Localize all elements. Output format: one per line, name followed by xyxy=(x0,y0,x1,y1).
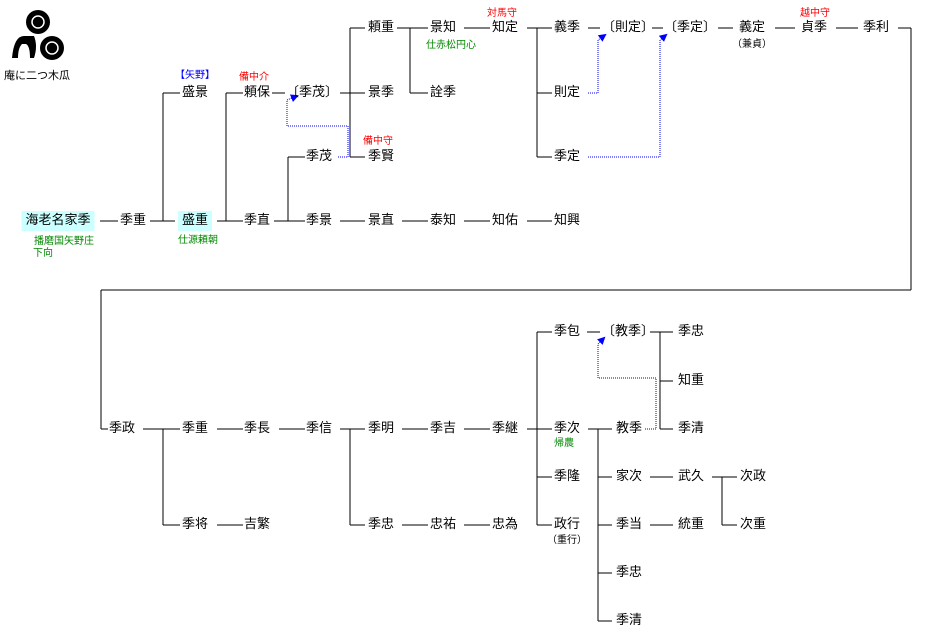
person: 忠祐 xyxy=(429,517,457,532)
person: 季景 xyxy=(305,213,333,228)
person: 次重 xyxy=(739,517,767,532)
person: 盛景 xyxy=(181,85,209,100)
note: 仕赤松円心 xyxy=(426,40,476,51)
person: 頼保 xyxy=(243,85,271,100)
person: 〔季定〕 xyxy=(663,20,717,35)
person: 季将 xyxy=(181,517,209,532)
person: 季長 xyxy=(243,421,271,436)
person: 季包 xyxy=(553,324,581,339)
person: 貞季 xyxy=(800,20,828,35)
person: 知興 xyxy=(553,213,581,228)
note: （重行） xyxy=(547,535,587,546)
person: 季継 xyxy=(491,421,519,436)
person: 季利 xyxy=(862,20,890,35)
person: 政行 xyxy=(553,517,581,532)
note: 播磨国矢野庄 xyxy=(34,236,94,247)
person: 季賢 xyxy=(367,149,395,164)
note: 下向 xyxy=(33,248,53,259)
person: 季吉 xyxy=(429,421,457,436)
person: 季忠 xyxy=(677,324,705,339)
person: 泰知 xyxy=(429,213,457,228)
person: 季清 xyxy=(615,613,643,628)
adoption-arrows xyxy=(286,33,668,430)
person: 武久 xyxy=(677,469,705,484)
person: 季直 xyxy=(243,213,271,228)
note: 仕源頼朝 xyxy=(178,235,218,246)
title: 備中介 xyxy=(239,72,269,83)
person: 知重 xyxy=(677,373,705,388)
person: 頼重 xyxy=(367,20,395,35)
person: 季忠 xyxy=(615,565,643,580)
person: 次政 xyxy=(739,469,767,484)
crest-caption: 庵に二つ木瓜 xyxy=(4,69,70,82)
person: 季明 xyxy=(367,421,395,436)
note: （兼貞） xyxy=(732,39,772,50)
note: 帰農 xyxy=(554,438,574,449)
person: 知佑 xyxy=(491,213,519,228)
title: 対馬守 xyxy=(487,8,517,19)
person: 則定 xyxy=(553,85,581,100)
person: 季政 xyxy=(108,421,136,436)
person: 季当 xyxy=(615,517,643,532)
person: 季隆 xyxy=(553,469,581,484)
person: 義季 xyxy=(553,20,581,35)
person: 季清 xyxy=(677,421,705,436)
person: 吉繁 xyxy=(243,517,271,532)
person: 季信 xyxy=(305,421,333,436)
person: 景直 xyxy=(367,213,395,228)
person-morishige: 盛重 xyxy=(177,211,213,231)
person: 季忠 xyxy=(367,517,395,532)
person: 家次 xyxy=(615,469,643,484)
person: 季重 xyxy=(181,421,209,436)
person: 〔則定〕 xyxy=(601,20,655,35)
person: 教季 xyxy=(615,421,643,436)
person: 統重 xyxy=(677,517,705,532)
person: 季茂 xyxy=(305,149,333,164)
person: 景季 xyxy=(367,85,395,100)
person: 詮季 xyxy=(429,85,457,100)
person: 知定 xyxy=(491,20,519,35)
person-ieasue: 海老名家季 xyxy=(21,211,95,231)
person: 景知 xyxy=(429,20,457,35)
person: 季次 xyxy=(553,421,581,436)
person: 〔季茂〕 xyxy=(285,85,339,100)
person: 季重 xyxy=(119,213,147,228)
title: 越中守 xyxy=(800,8,830,19)
person: 季定 xyxy=(553,149,581,164)
person: 義定 xyxy=(738,20,766,35)
person: 〔教季〕 xyxy=(601,324,655,339)
title: 備中守 xyxy=(363,136,393,147)
note: 【矢野】 xyxy=(175,70,215,81)
family-crest-icon xyxy=(12,10,64,60)
person: 忠為 xyxy=(491,517,519,532)
